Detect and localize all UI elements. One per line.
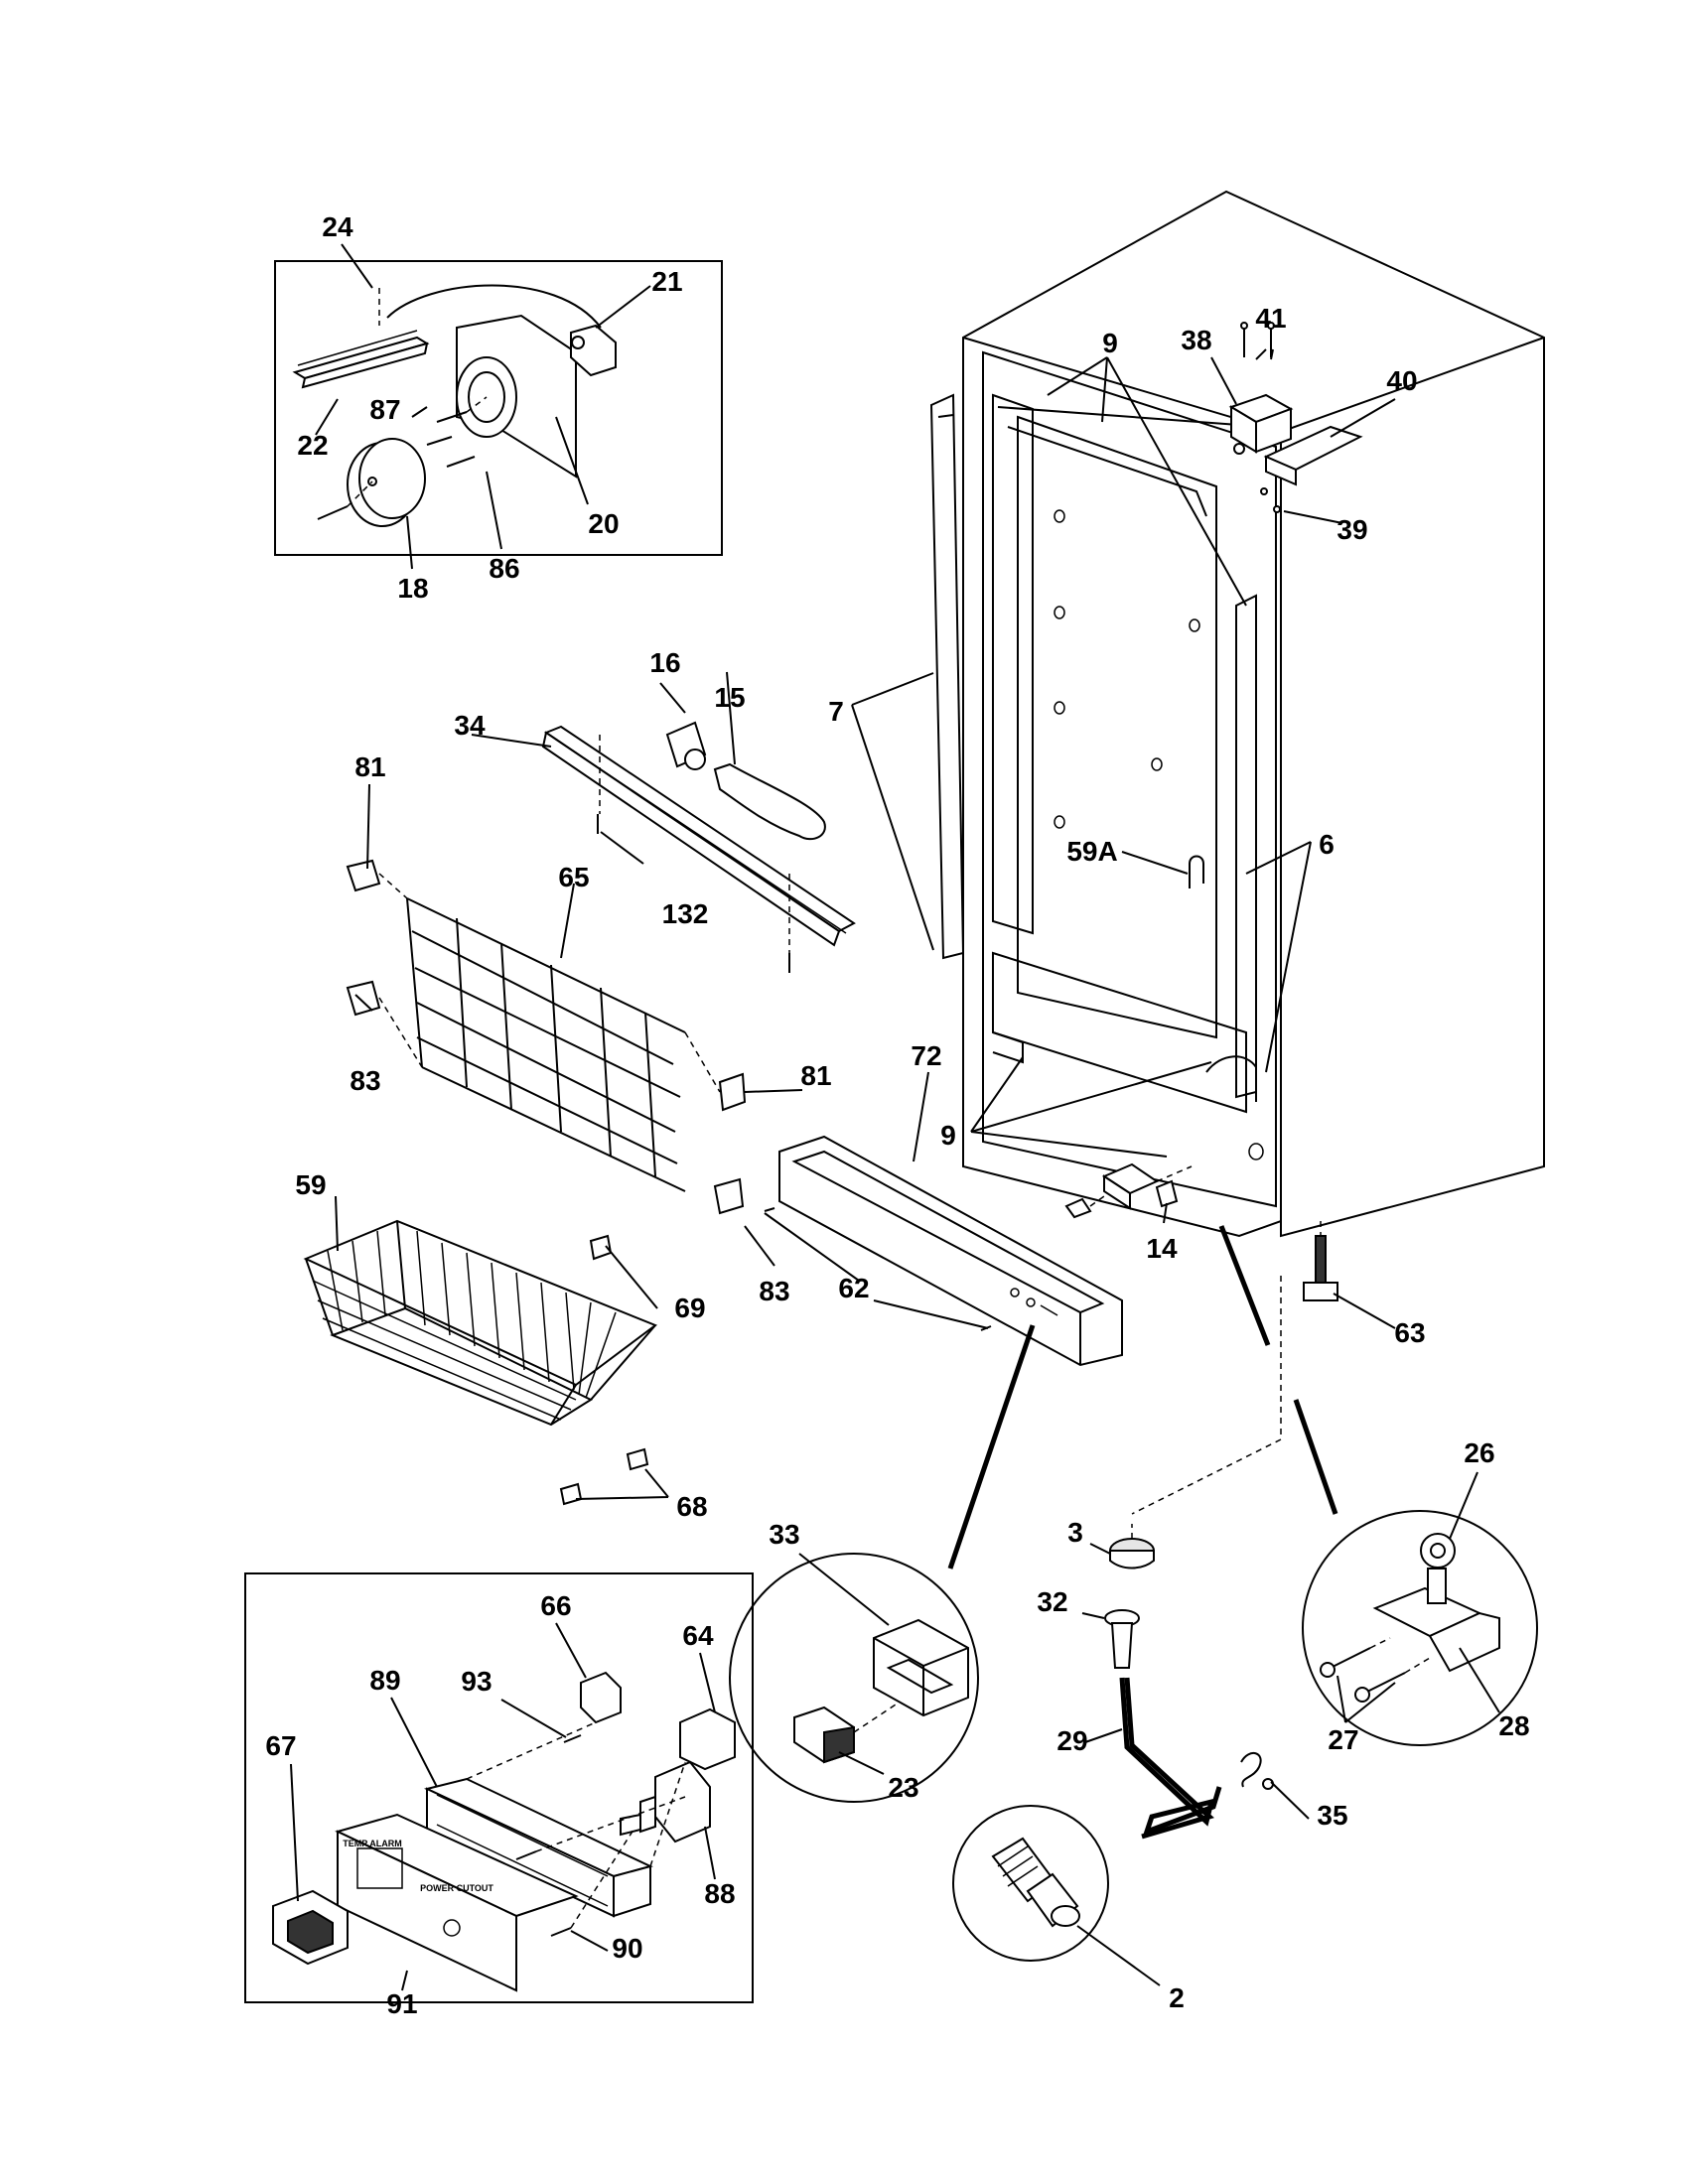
label-33: 33 xyxy=(769,1519,799,1550)
label-83-left: 83 xyxy=(350,1065,380,1096)
label-93: 93 xyxy=(461,1666,492,1697)
label-66: 66 xyxy=(540,1590,571,1621)
label-39: 39 xyxy=(1336,514,1367,545)
label-83-right: 83 xyxy=(759,1276,789,1306)
fan-assembly-inset xyxy=(274,260,723,556)
temp-alarm-label: TEMP ALARM xyxy=(343,1839,402,1848)
label-2: 2 xyxy=(1169,1982,1185,2013)
label-3: 3 xyxy=(1067,1517,1083,1548)
label-21: 21 xyxy=(651,266,682,297)
label-32: 32 xyxy=(1037,1586,1067,1617)
label-59: 59 xyxy=(295,1169,326,1200)
wire-shelf-assembly xyxy=(346,859,747,1215)
label-132: 132 xyxy=(662,898,709,929)
label-24: 24 xyxy=(322,211,353,242)
label-59A: 59A xyxy=(1066,836,1117,867)
inset-leader-lines xyxy=(947,1225,1338,1570)
label-90: 90 xyxy=(612,1933,642,1964)
label-81-right: 81 xyxy=(800,1060,831,1091)
label-64: 64 xyxy=(682,1620,714,1651)
label-81-top: 81 xyxy=(354,751,385,782)
label-9-bottom: 9 xyxy=(940,1120,956,1151)
label-87: 87 xyxy=(369,394,400,425)
power-cutout-label: POWER CUTOUT xyxy=(420,1883,493,1893)
label-26: 26 xyxy=(1464,1437,1494,1468)
label-20: 20 xyxy=(588,508,619,539)
label-14: 14 xyxy=(1146,1233,1178,1264)
bottom-hinge-inset xyxy=(1302,1510,1538,1746)
label-38: 38 xyxy=(1181,325,1211,355)
label-29: 29 xyxy=(1056,1725,1087,1756)
label-40: 40 xyxy=(1386,365,1417,396)
label-34: 34 xyxy=(454,710,486,741)
top-hinge-assembly xyxy=(1228,322,1363,513)
label-35: 35 xyxy=(1317,1800,1347,1831)
label-62: 62 xyxy=(838,1273,869,1303)
label-18: 18 xyxy=(397,573,428,604)
drain-assembly xyxy=(952,1524,1274,1962)
label-28: 28 xyxy=(1498,1710,1529,1741)
label-65: 65 xyxy=(558,862,589,892)
label-91: 91 xyxy=(386,1988,417,2019)
light-shelf-assembly xyxy=(541,721,856,973)
label-15: 15 xyxy=(714,682,745,713)
label-41: 41 xyxy=(1255,303,1286,334)
door-gasket xyxy=(929,393,965,960)
label-leader-lines xyxy=(290,243,1500,1991)
label-67: 67 xyxy=(265,1730,296,1761)
label-6: 6 xyxy=(1319,829,1335,860)
label-89: 89 xyxy=(369,1665,400,1696)
label-69: 69 xyxy=(674,1293,705,1323)
label-16: 16 xyxy=(649,647,680,678)
label-9-top: 9 xyxy=(1102,328,1118,358)
label-7: 7 xyxy=(828,696,844,727)
cabinet-assembly xyxy=(962,190,1545,1301)
label-63: 63 xyxy=(1394,1317,1425,1348)
basket xyxy=(303,1219,658,1506)
label-23: 23 xyxy=(888,1772,918,1803)
control-components-inset: TEMP ALARM POWER CUTOUT xyxy=(244,1572,754,2003)
label-22: 22 xyxy=(297,430,328,461)
switch-bracket-inset xyxy=(729,1553,979,1803)
label-86: 86 xyxy=(489,553,519,584)
label-72: 72 xyxy=(911,1040,941,1071)
label-27: 27 xyxy=(1328,1724,1358,1755)
door-switch-parts xyxy=(1064,1162,1193,1219)
part-labels: 24 21 87 22 20 86 18 9 41 38 40 39 16 15… xyxy=(265,211,1529,2019)
label-68: 68 xyxy=(676,1491,707,1522)
label-88: 88 xyxy=(704,1878,735,1909)
